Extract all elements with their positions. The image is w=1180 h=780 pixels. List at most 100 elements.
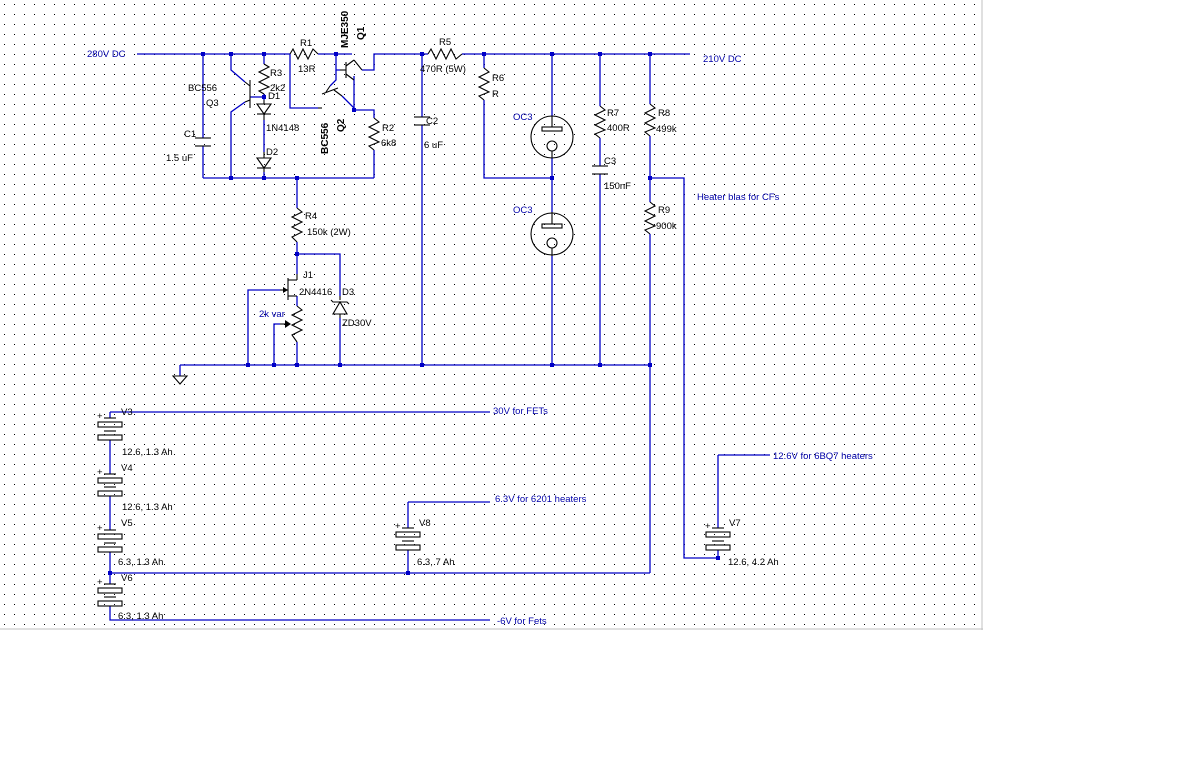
label-r8-ref: R8 <box>658 108 670 119</box>
label-d1-value: 1N4148 <box>266 123 299 134</box>
capacitor-c1[interactable] <box>195 137 211 147</box>
label-j1-ref: J1 <box>303 270 313 281</box>
schematic-canvas[interactable]: + + + + + + 280V DC 210V DC Heater bias … <box>0 0 983 630</box>
net-label-heater-bias: Heater bias for CFs <box>697 192 780 203</box>
transistor-q2[interactable] <box>318 85 343 109</box>
battery-v8[interactable] <box>395 527 421 551</box>
label-d3-ref: D3 <box>342 287 354 298</box>
battery-v3[interactable] <box>97 417 123 441</box>
net-label-neg6v-fets: -6V for Fets <box>497 616 547 627</box>
label-q1-value: MJE350 <box>340 10 351 48</box>
label-r4-ref: R4 <box>305 211 317 222</box>
junctions <box>108 52 720 575</box>
label-q3-value: BC556 <box>188 83 217 94</box>
battery-plus-signs: + + + + + + <box>97 411 711 588</box>
battery-v6[interactable] <box>97 583 123 607</box>
label-tube2: OC3 <box>513 205 533 216</box>
label-c1-ref: C1 <box>184 129 196 140</box>
label-r9-ref: R9 <box>658 205 670 216</box>
transistor-q1[interactable] <box>340 59 363 81</box>
svg-text:+: + <box>97 467 103 478</box>
empty-area-right <box>983 0 1180 780</box>
label-d1-ref: D1 <box>268 91 280 102</box>
transistor-q3[interactable] <box>244 80 251 108</box>
label-c3-ref: C3 <box>604 156 616 167</box>
label-r8-value: 499k <box>656 124 677 135</box>
svg-text:+: + <box>395 521 401 532</box>
resistor-r2[interactable] <box>367 117 381 151</box>
label-r5-ref: R5 <box>439 37 451 48</box>
label-v7-value: 12.6, 4.2 Ah <box>728 557 779 568</box>
net-label-12v6-heaters: 12.6V for 6BQ7 heaters <box>773 451 873 462</box>
tube-oc3-1[interactable] <box>530 115 574 159</box>
resistor-r5[interactable] <box>427 47 463 61</box>
label-c2-value: 6 uF <box>424 140 443 151</box>
label-v6-value: 6.3, 1.3 Ah <box>118 611 163 622</box>
wires <box>109 53 770 621</box>
resistor-r7[interactable] <box>593 105 607 139</box>
label-r6-ref: R6 <box>492 73 504 84</box>
diode-d1[interactable] <box>255 100 273 120</box>
svg-text:+: + <box>705 521 711 532</box>
label-v3-value: 12.6, 1.3 Ah <box>122 447 173 458</box>
label-r9-value: 900k <box>656 221 677 232</box>
label-v5-ref: V5 <box>121 518 133 529</box>
label-v5-value: 6.3, 1.3 Ah <box>118 557 163 568</box>
resistor-r4[interactable] <box>290 207 304 243</box>
potentiometer[interactable] <box>280 305 304 343</box>
label-d2-ref: D2 <box>266 147 278 158</box>
resistor-r6[interactable] <box>477 67 491 101</box>
label-v7-ref: V7 <box>729 518 741 529</box>
label-tube1: OC3 <box>513 112 533 123</box>
label-c1-value: 1.5 uF <box>166 153 193 164</box>
capacitor-c2[interactable] <box>414 116 430 126</box>
label-r1-value: 13R <box>298 64 316 75</box>
net-label-210v: 210V DC <box>703 54 742 65</box>
label-r7-ref: R7 <box>607 108 619 119</box>
resistor-r8[interactable] <box>643 103 657 137</box>
battery-v4[interactable] <box>97 473 123 497</box>
svg-text:+: + <box>97 411 103 422</box>
net-label-30v-fets: 30V for FETs <box>493 406 548 417</box>
zener-diode-d3[interactable] <box>330 296 350 318</box>
label-r1-ref: R1 <box>300 38 312 49</box>
label-pot-value: 2k var <box>259 309 285 320</box>
net-label-280v: 280V DC <box>87 49 126 60</box>
battery-v7[interactable] <box>705 527 731 551</box>
label-v4-value: 12.6, 1.3 Ah <box>122 502 173 513</box>
label-r3-value: 2k2 <box>270 83 285 94</box>
dot-grid <box>0 0 983 630</box>
label-v8-value: 6.3, 7 Ah <box>417 557 455 568</box>
label-j1-value: 2N4416 <box>299 287 332 298</box>
svg-text:+: + <box>97 577 103 588</box>
label-v6-ref: V6 <box>121 573 133 584</box>
label-r7-value: 400R <box>607 123 630 134</box>
label-v4-ref: V4 <box>121 463 133 474</box>
label-r2-ref: R2 <box>382 123 394 134</box>
jfet-j1[interactable] <box>280 274 298 300</box>
label-c3-value: 150nF <box>604 181 631 192</box>
label-r2-value: 6k8 <box>381 138 396 149</box>
tube-oc3-2[interactable] <box>530 212 574 256</box>
label-q3-ref: Q3 <box>206 98 219 109</box>
diode-d2[interactable] <box>255 152 273 172</box>
resistor-r3[interactable] <box>257 63 271 95</box>
capacitor-c3[interactable] <box>592 165 608 175</box>
label-r6-value: R <box>492 89 499 100</box>
label-q2-ref: Q2 <box>336 118 347 132</box>
label-q1-ref: Q1 <box>356 26 367 40</box>
resistor-r1[interactable] <box>289 47 319 61</box>
label-r4-value: 150k (2W) <box>307 227 351 238</box>
ground-symbol <box>171 375 189 385</box>
label-v8-ref: V8 <box>419 518 431 529</box>
label-d3-value: ZD30V <box>342 318 372 329</box>
label-c2-ref: C2 <box>426 116 438 127</box>
net-label-6v3-heaters: 6.3V for 6201 heaters <box>495 494 587 505</box>
empty-area-bottom <box>0 630 983 780</box>
label-r5-value: 470R (5W) <box>420 64 466 75</box>
svg-text:+: + <box>97 523 103 534</box>
label-q2-value: BC556 <box>320 122 331 154</box>
resistor-r9[interactable] <box>643 201 657 235</box>
battery-v5[interactable] <box>97 529 123 553</box>
label-v3-ref: V3 <box>121 407 133 418</box>
